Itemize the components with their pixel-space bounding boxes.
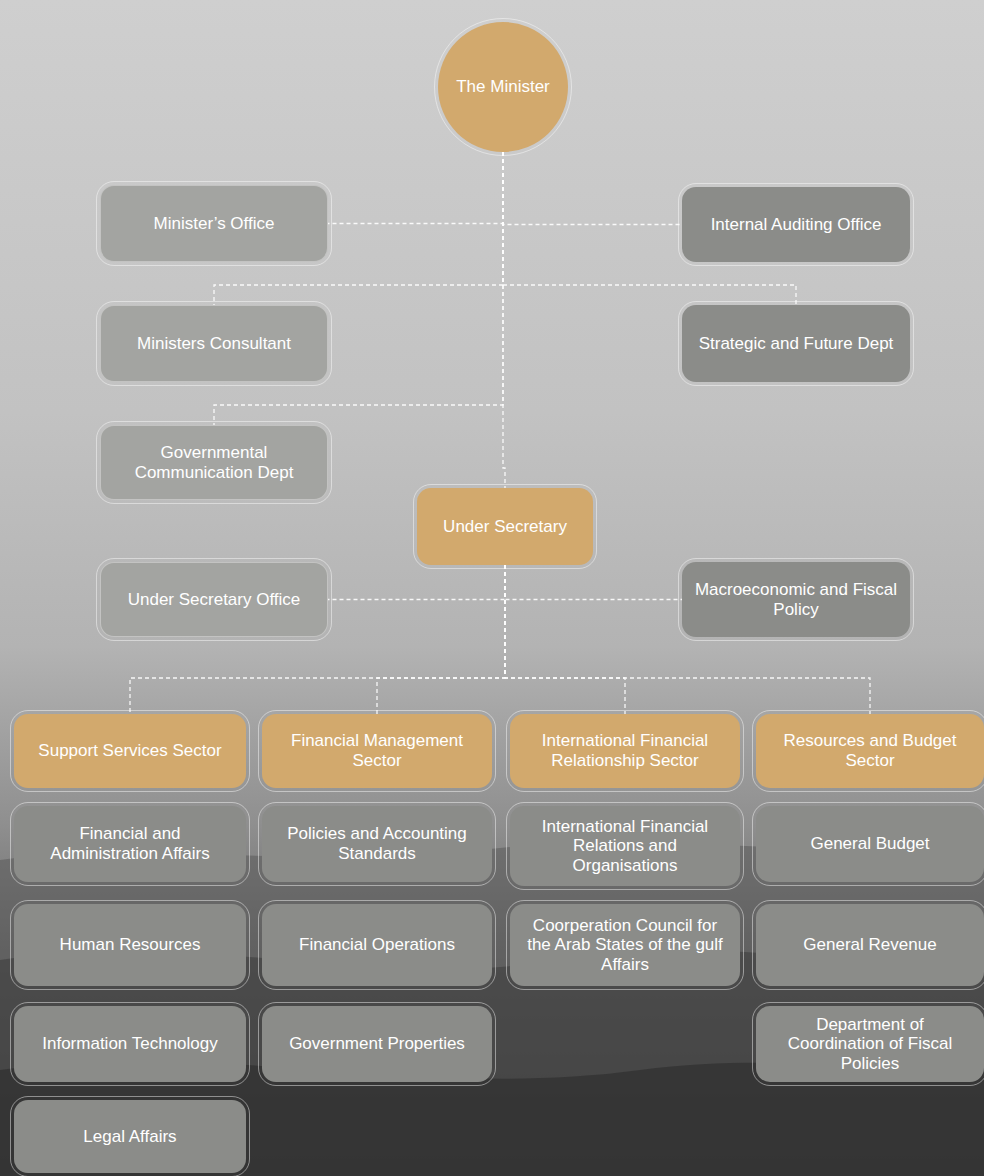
- unit-box: Human Resources: [14, 904, 246, 986]
- dashed-connector: [505, 565, 682, 600]
- unit-name: Department of Coordination of Fiscal Pol…: [766, 1015, 974, 1074]
- hill: [0, 843, 984, 1176]
- sector-box: Resources and Budget Sector: [756, 714, 984, 788]
- unit-name: Minister’s Office: [154, 214, 275, 234]
- unit-box: Government Properties: [262, 1006, 492, 1082]
- unit-name: Ministers Consultant: [137, 334, 291, 354]
- sector-box: Financial Management Sector: [262, 714, 492, 788]
- unit-name: Governmental Communication Dept: [111, 443, 317, 482]
- unit-name: Resources and Budget Sector: [766, 731, 974, 770]
- unit-box: International Financial Relations and Or…: [510, 806, 740, 886]
- unit-name: Human Resources: [60, 935, 201, 955]
- unit-name: Strategic and Future Dept: [699, 334, 894, 354]
- office-box: Minister’s Office: [100, 185, 328, 262]
- unit-name: Financial and Administration Affairs: [24, 824, 236, 863]
- unit-name: Under Secretary: [443, 517, 567, 537]
- unit-name: Policies and Accounting Standards: [272, 824, 482, 863]
- unit-name: Macroeconomic and Fiscal Policy: [692, 580, 900, 619]
- dashed-connector: [503, 152, 505, 488]
- unit-name: Information Technology: [42, 1034, 217, 1054]
- office-box: Ministers Consultant: [100, 305, 328, 382]
- unit-box: Information Technology: [14, 1006, 246, 1082]
- minister-circle: The Minister: [438, 22, 568, 152]
- department-box: Strategic and Future Dept: [682, 305, 910, 382]
- office-box: Under Secretary Office: [100, 562, 328, 637]
- unit-box: Coorperation Council for the Arab States…: [510, 904, 740, 986]
- unit-name: International Financial Relationship Sec…: [520, 731, 730, 770]
- sector-box: International Financial Relationship Sec…: [510, 714, 740, 788]
- unit-name: Financial Management Sector: [272, 731, 482, 770]
- unit-name: General Budget: [810, 834, 929, 854]
- dashed-connector: [328, 152, 503, 224]
- unit-box: Legal Affairs: [14, 1100, 246, 1173]
- office-box: Internal Auditing Office: [682, 187, 910, 262]
- dashed-connector: [328, 565, 505, 600]
- under-secretary-box: Under Secretary: [417, 488, 593, 565]
- unit-name: Under Secretary Office: [128, 590, 301, 610]
- unit-name: Support Services Sector: [38, 741, 221, 761]
- unit-name: General Revenue: [803, 935, 936, 955]
- department-box: Macroeconomic and Fiscal Policy: [682, 562, 910, 637]
- unit-box: General Budget: [756, 806, 984, 882]
- unit-box: General Revenue: [756, 904, 984, 986]
- sector-box: Support Services Sector: [14, 714, 246, 788]
- dashed-connector: [377, 565, 505, 714]
- unit-name: Financial Operations: [299, 935, 455, 955]
- dashed-connector: [505, 565, 625, 714]
- unit-name: Coorperation Council for the Arab States…: [520, 916, 730, 975]
- unit-name: The Minister: [456, 77, 550, 97]
- unit-name: International Financial Relations and Or…: [520, 817, 730, 876]
- unit-box: Financial and Administration Affairs: [14, 806, 246, 882]
- unit-box: Financial Operations: [262, 904, 492, 986]
- dashed-connector: [503, 152, 682, 225]
- unit-name: Legal Affairs: [83, 1127, 176, 1147]
- unit-name: Government Properties: [289, 1034, 465, 1054]
- unit-box: Department of Coordination of Fiscal Pol…: [756, 1006, 984, 1082]
- department-box: Governmental Communication Dept: [100, 425, 328, 500]
- unit-name: Internal Auditing Office: [711, 215, 882, 235]
- unit-box: Policies and Accounting Standards: [262, 806, 492, 882]
